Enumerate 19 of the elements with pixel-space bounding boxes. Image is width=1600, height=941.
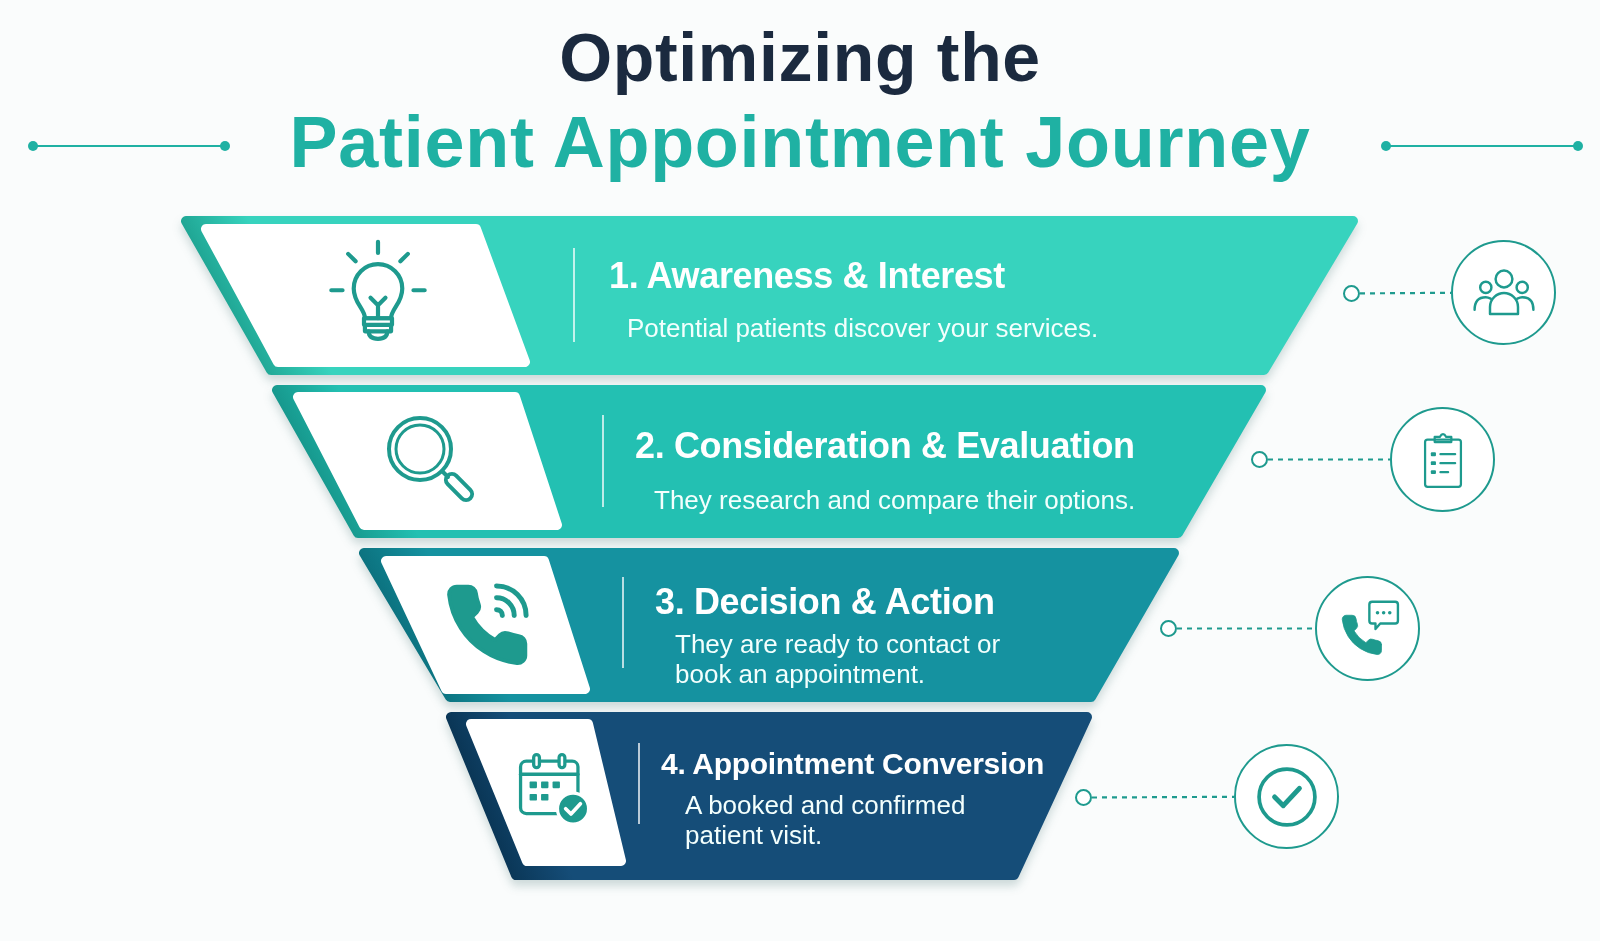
connector-ring — [1075, 789, 1092, 806]
connector-ring — [1343, 285, 1360, 302]
step-heading: 4. Appointment Conversion — [661, 749, 1045, 779]
dashed-connector — [1268, 458, 1390, 461]
step-description: They research and compare their options. — [654, 485, 1137, 515]
funnel-band — [270, 385, 1268, 538]
step-description: They are ready to contact or book an appointment. — [675, 629, 1002, 689]
dashed-connector — [1177, 627, 1315, 630]
step-description: Potential patients discover your services. — [627, 313, 1100, 343]
step-heading: 2. Consideration & Evaluation — [635, 428, 1135, 464]
connector-ring — [1251, 451, 1268, 468]
funnel-band — [179, 216, 1360, 375]
step-description: A booked and confirmed patient visit. — [685, 790, 967, 850]
dashed-connector — [1092, 795, 1234, 799]
step-heading: 3. Decision & Action — [655, 584, 995, 620]
funnel-band — [444, 712, 1094, 880]
step-heading: 1. Awareness & Interest — [609, 258, 1005, 294]
funnel-band — [357, 548, 1181, 702]
connector-ring — [1160, 620, 1177, 637]
